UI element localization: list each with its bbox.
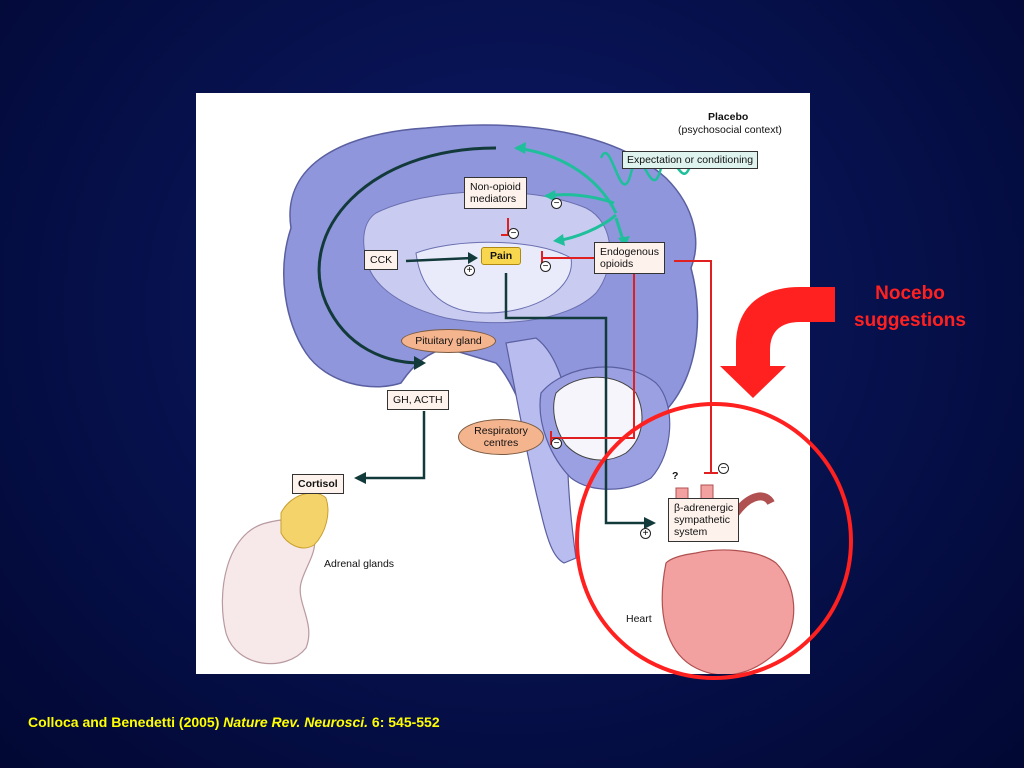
- respiratory-centres-oval: Respiratory centres: [458, 419, 544, 455]
- beta-adrenergic-box: β-adrenergic sympathetic system: [668, 498, 740, 542]
- nocebo-line1: Nocebo: [875, 283, 945, 304]
- plus-sign: +: [464, 265, 475, 276]
- minus-sign: −: [540, 261, 551, 272]
- minus-sign: −: [718, 463, 729, 474]
- question-mark: ?: [672, 470, 679, 482]
- placebo-title: Placebo: [708, 111, 749, 123]
- citation-journal: Nature Rev. Neurosci.: [223, 714, 369, 730]
- endogenous-line1: Endogenous: [600, 246, 659, 258]
- nocebo-line2: suggestions: [854, 310, 966, 331]
- citation-pages: 6: 545-552: [368, 714, 440, 730]
- beta-line1: β-adrenergic: [674, 502, 734, 514]
- non-opioid-line2: mediators: [470, 193, 517, 205]
- cck-box: CCK: [364, 250, 399, 270]
- respiratory-line2: centres: [483, 437, 519, 449]
- beta-line2: sympathetic: [674, 514, 731, 526]
- expectation-box: Expectation or conditioning: [622, 151, 759, 169]
- heart-label: Heart: [626, 613, 652, 625]
- pain-burst: Pain: [481, 247, 522, 265]
- adrenal-glands-label: Adrenal glands: [324, 558, 395, 570]
- cortisol-box: Cortisol: [292, 474, 344, 494]
- minus-sign: −: [551, 438, 562, 449]
- pituitary-gland-oval: Pituitary gland: [401, 329, 496, 353]
- minus-sign: −: [508, 228, 519, 239]
- adrenal-gland: [280, 492, 329, 549]
- endogenous-opioids-box: Endogenous opioids: [594, 242, 665, 274]
- citation-authors: Colloca and Benedetti (2005): [28, 714, 224, 730]
- non-opioid-line1: Non-opioid: [470, 181, 521, 193]
- beta-line3: system: [674, 526, 708, 538]
- citation: Colloca and Benedetti (2005) Nature Rev.…: [28, 714, 440, 730]
- endogenous-line2: opioids: [600, 258, 634, 270]
- figure-panel: Placebo (psychosocial context) Expectati…: [196, 93, 810, 674]
- placebo-subtitle: (psychosocial context): [678, 124, 782, 136]
- gh-acth-box: GH, ACTH: [387, 390, 449, 410]
- non-opioid-box: Non-opioid mediators: [464, 177, 527, 209]
- heart-shape: [661, 549, 795, 674]
- respiratory-line1: Respiratory: [474, 425, 528, 437]
- minus-sign: −: [551, 198, 562, 209]
- plus-sign: +: [640, 528, 651, 539]
- nocebo-suggestions-label: Nocebo suggestions: [840, 280, 980, 334]
